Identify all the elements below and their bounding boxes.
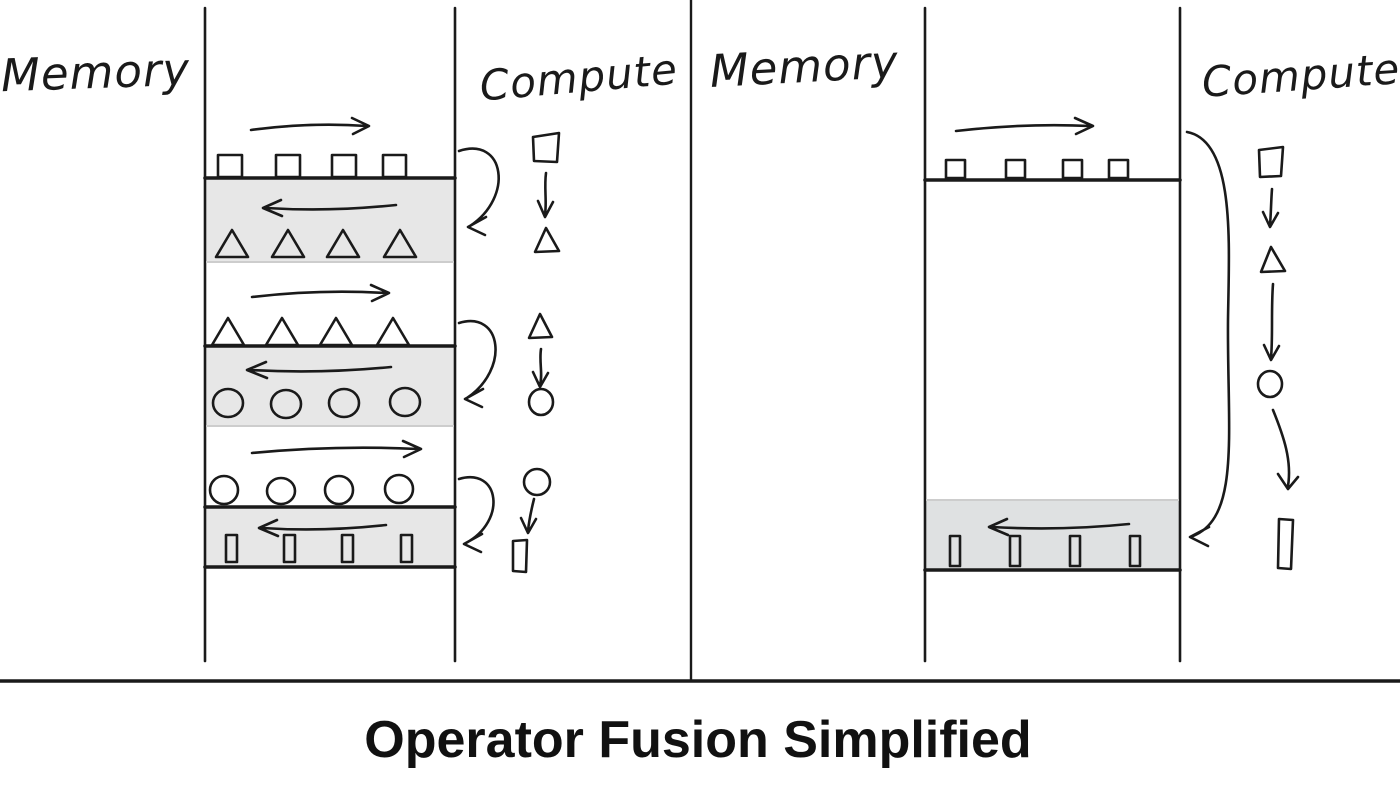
memory-roundtrip-arrow xyxy=(457,319,497,409)
compute-kernel-fused xyxy=(1185,130,1300,571)
rectangle-shape xyxy=(511,538,529,574)
kernel-triangle-to-circle xyxy=(457,312,555,417)
circle-shape xyxy=(388,386,422,418)
rectangles-row xyxy=(948,534,1142,568)
triangle-shape xyxy=(1259,245,1287,274)
rectangle-shape xyxy=(1276,517,1295,571)
down-arrow xyxy=(1261,187,1280,229)
figure-title: Operator Fusion Simplified xyxy=(364,711,1031,769)
memory-roundtrip-arrow xyxy=(457,476,495,554)
triangle-shape xyxy=(210,316,246,347)
squares-row xyxy=(216,153,408,179)
circle-shape xyxy=(269,388,303,420)
circle-shape xyxy=(265,476,297,506)
circle-shape xyxy=(522,467,552,497)
triangle-shape xyxy=(214,228,250,259)
fused-roundtrip-bracket-arrow xyxy=(1185,130,1231,548)
triangle-shape xyxy=(325,228,361,259)
read-arrow xyxy=(250,283,391,303)
square-shape xyxy=(274,153,302,179)
square-shape xyxy=(1004,158,1027,180)
square-shape xyxy=(531,131,561,164)
circle-shape xyxy=(208,474,240,506)
write-arrow xyxy=(245,360,393,380)
circle-shape xyxy=(323,474,355,506)
triangle-shape xyxy=(382,228,418,259)
square-shape xyxy=(944,158,967,180)
read-arrow xyxy=(249,116,371,136)
circles-row xyxy=(208,473,415,506)
circle-shape xyxy=(527,387,555,417)
square-shape xyxy=(1061,158,1084,180)
rectangle-shape xyxy=(1128,534,1142,568)
squares-row xyxy=(944,158,1130,180)
pass-3 xyxy=(208,439,423,564)
rectangles-row xyxy=(224,533,414,564)
write-band-rectangles xyxy=(206,508,454,567)
triangle-shape xyxy=(527,312,554,340)
down-arrow xyxy=(519,497,538,535)
kernel-circle-to-rectangle xyxy=(457,467,552,574)
read-arrow xyxy=(250,439,423,459)
write-arrow xyxy=(261,198,398,218)
memory-label: Memory xyxy=(708,35,900,98)
fused-pass xyxy=(944,116,1142,568)
circle-shape xyxy=(211,387,245,419)
triangle-shape xyxy=(270,228,306,259)
compute-label: Compute xyxy=(478,44,680,110)
write-band-circles xyxy=(206,347,454,426)
rectangle-shape xyxy=(399,533,414,564)
down-arrow xyxy=(531,347,550,389)
read-arrow xyxy=(954,116,1095,136)
triangle-shape xyxy=(318,316,354,347)
triangle-shape xyxy=(264,316,300,347)
rectangle-shape xyxy=(282,533,297,564)
triangles-row xyxy=(210,316,411,347)
triangle-shape xyxy=(375,316,411,347)
square-shape xyxy=(216,153,244,179)
panel-before: Memory Compute xyxy=(0,6,680,663)
panel-after: Memory Compute xyxy=(708,6,1400,663)
square-shape xyxy=(1107,158,1130,180)
rectangle-shape xyxy=(224,533,239,564)
circle-shape xyxy=(1256,369,1284,399)
circle-shape xyxy=(327,387,361,419)
down-arrow xyxy=(536,171,555,219)
circles-row xyxy=(211,386,422,420)
rectangle-shape xyxy=(1068,534,1082,568)
down-arrow xyxy=(1271,408,1300,491)
memory-label: Memory xyxy=(0,43,191,103)
write-band-triangles xyxy=(206,179,454,262)
triangle-shape xyxy=(533,226,561,254)
square-shape xyxy=(330,153,358,179)
rectangle-shape xyxy=(948,534,962,568)
square-shape xyxy=(381,153,408,179)
kernel-square-to-triangle xyxy=(457,131,561,254)
memory-roundtrip-arrow xyxy=(457,147,500,237)
compute-kernels-before xyxy=(457,131,561,574)
circle-shape xyxy=(383,473,415,505)
write-arrow xyxy=(987,517,1131,537)
rectangle-shape xyxy=(1008,534,1022,568)
down-arrow xyxy=(1262,282,1281,362)
rectangle-shape xyxy=(340,533,355,564)
triangles-row xyxy=(214,228,418,259)
square-shape xyxy=(1257,145,1285,179)
compute-label: Compute xyxy=(1200,44,1400,107)
pass-1 xyxy=(214,116,418,259)
pass-2 xyxy=(210,283,422,420)
write-arrow xyxy=(257,518,388,538)
